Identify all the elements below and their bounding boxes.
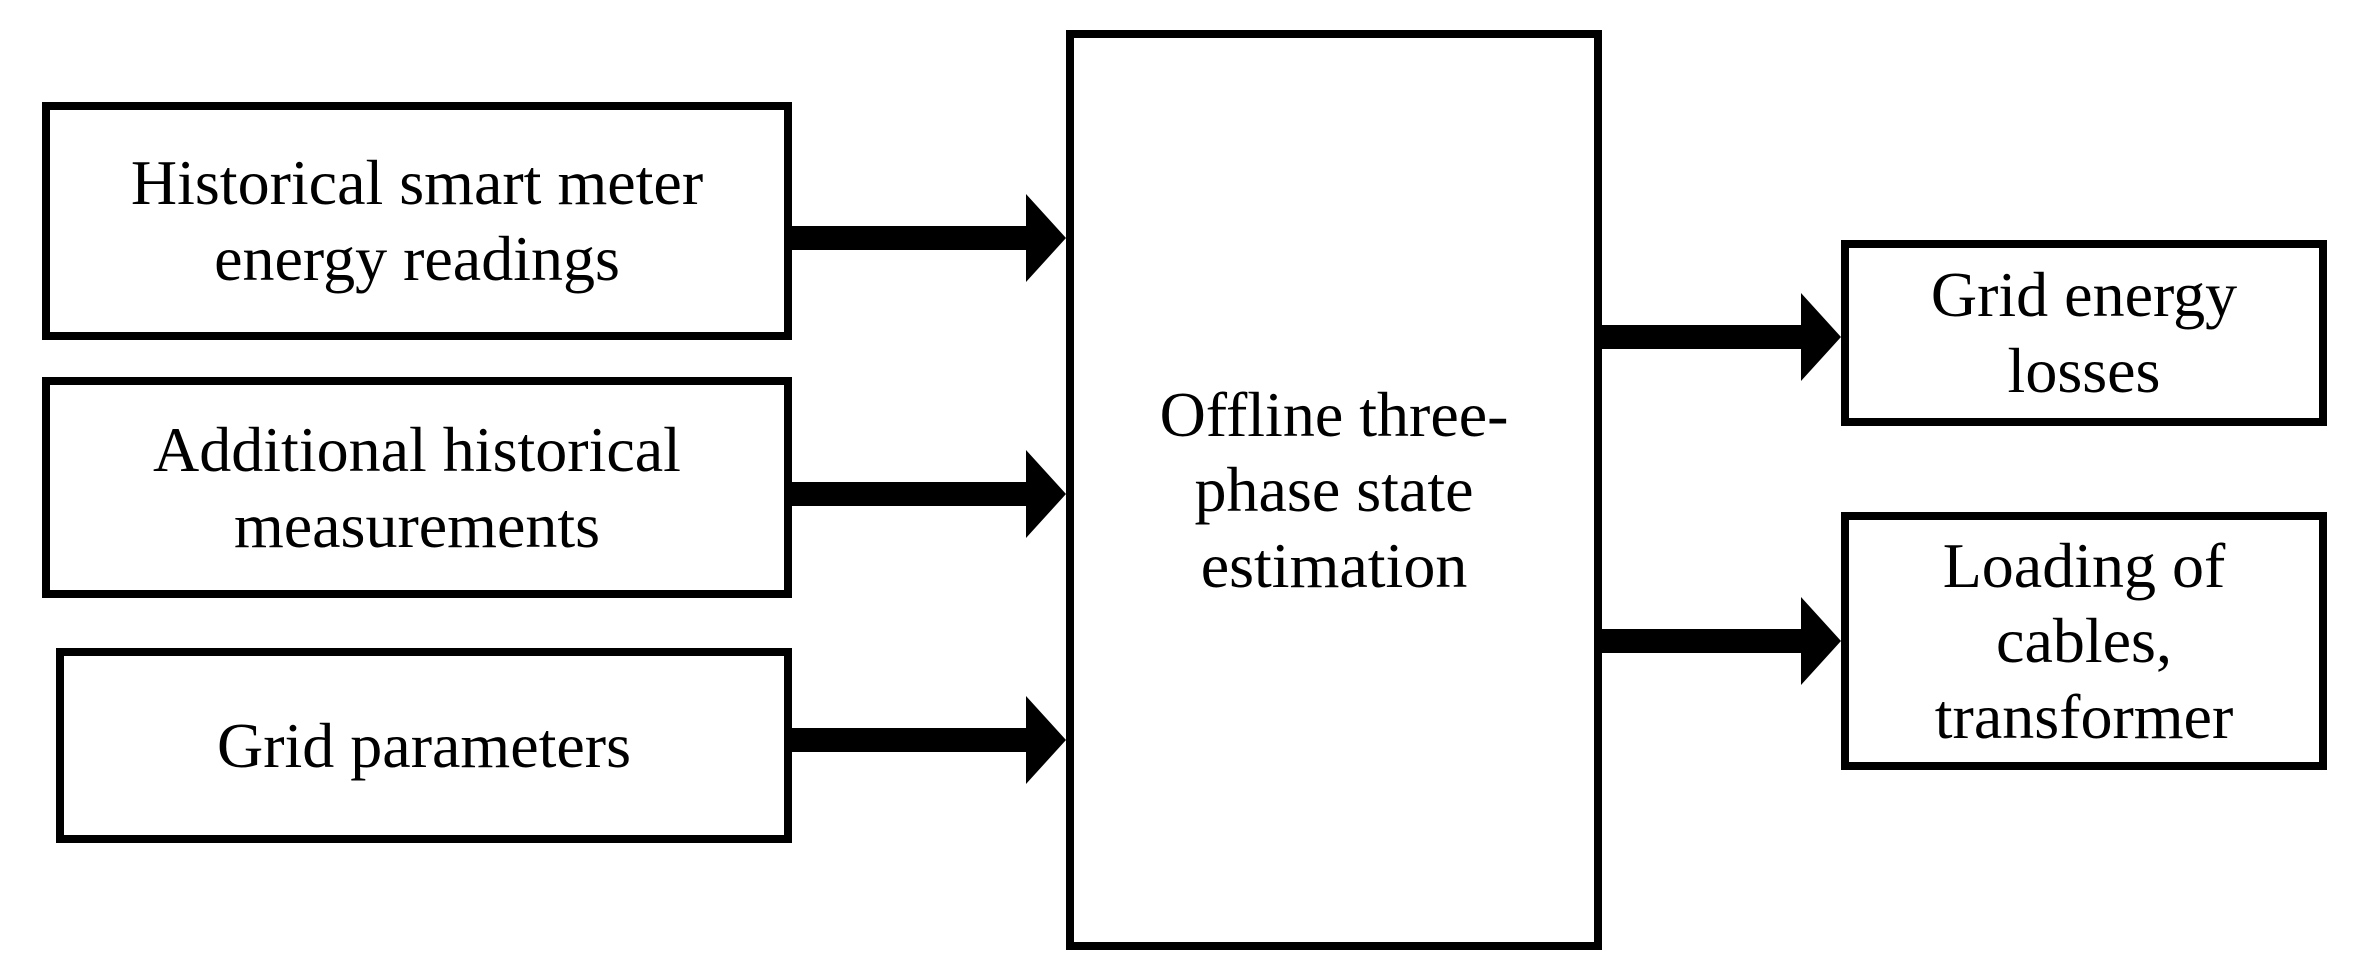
node-label-line: estimation (1200, 529, 1468, 601)
arrow-gridparams-to-estimation-icon (784, 696, 1066, 784)
node-label-line: Additional historical (153, 413, 681, 485)
arrow-estimation-to-losses-icon (1596, 293, 1841, 381)
node-historical-smart-meter: Historical smart meter energy readings (42, 102, 792, 340)
arrow-historical-to-estimation-icon (784, 194, 1066, 282)
node-label-line: Historical smart meter (130, 147, 704, 219)
node-label-line: losses (2007, 335, 2161, 406)
node-grid-energy-losses: Grid energy losses (1841, 240, 2327, 426)
node-label-line: measurements (233, 489, 601, 561)
node-additional-measurements: Additional historical measurements (42, 377, 792, 598)
node-loading-cables-transformer: Loading of cables, transformer (1841, 512, 2327, 770)
node-label-line: transformer (1934, 680, 2234, 752)
node-label-line: Loading of (1942, 529, 2226, 601)
arrow-estimation-to-loading-icon (1596, 597, 1841, 685)
node-label-line: Offline three- (1159, 378, 1509, 450)
node-offline-state-estimation: Offline three- phase state estimation (1066, 30, 1602, 950)
node-label-line: phase state (1194, 454, 1474, 526)
node-label-line: energy readings (214, 223, 620, 294)
node-label-line: Grid energy (1930, 259, 2238, 331)
node-grid-parameters: Grid parameters (56, 648, 792, 843)
node-label-line: cables, (1996, 605, 2172, 677)
node-label-line: Grid parameters (216, 709, 632, 781)
arrow-additional-to-estimation-icon (784, 450, 1066, 538)
